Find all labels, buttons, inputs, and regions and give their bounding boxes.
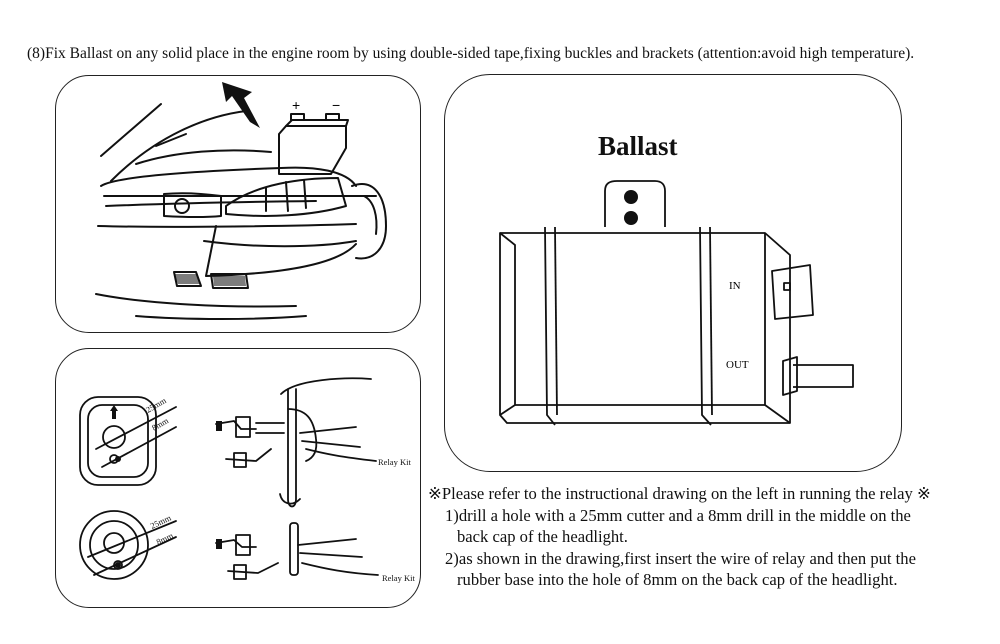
top-drill-size: 8mm xyxy=(150,415,170,433)
relay-step-1-line-1: 1)drill a hole with a 25mm cutter and a … xyxy=(445,505,911,525)
bottom-drill-size: 8mm xyxy=(155,530,175,547)
battery-plus-label: + xyxy=(292,97,300,113)
relay-step-2-line-2: rubber base into the hole of 8mm on the … xyxy=(457,570,898,589)
relay-instructions: ※Please refer to the instructional drawi… xyxy=(428,483,931,591)
car-drawing: + − xyxy=(95,82,387,320)
cap-drawing: 25mm 8mm 25mm 8mm Relay Kit Relay Kit xyxy=(79,377,415,583)
relay-step-2-line-1: 2)as shown in the drawing,first insert t… xyxy=(445,548,916,568)
ballast-out-label: OUT xyxy=(726,359,749,371)
ballast-in-label: IN xyxy=(729,280,741,292)
relay-step-1-line-2: back cap of the headlight. xyxy=(457,527,628,546)
ballast-title: Ballast xyxy=(598,131,678,161)
headlight-cap-illustration: 25mm 8mm 25mm 8mm Relay Kit Relay Kit xyxy=(55,348,421,608)
battery-minus-label: − xyxy=(332,97,340,113)
bottom-relay-kit-label: Relay Kit xyxy=(382,573,415,583)
relay-note-intro: ※Please refer to the instructional drawi… xyxy=(428,484,931,503)
ballast-illustration: Ballast IN OUT xyxy=(444,74,902,472)
engine-room-illustration: + − xyxy=(55,75,421,333)
top-relay-kit-label: Relay Kit xyxy=(378,457,411,467)
ballast-drawing: IN OUT xyxy=(499,180,854,426)
instruction-heading: (8)Fix Ballast on any solid place in the… xyxy=(27,45,915,62)
